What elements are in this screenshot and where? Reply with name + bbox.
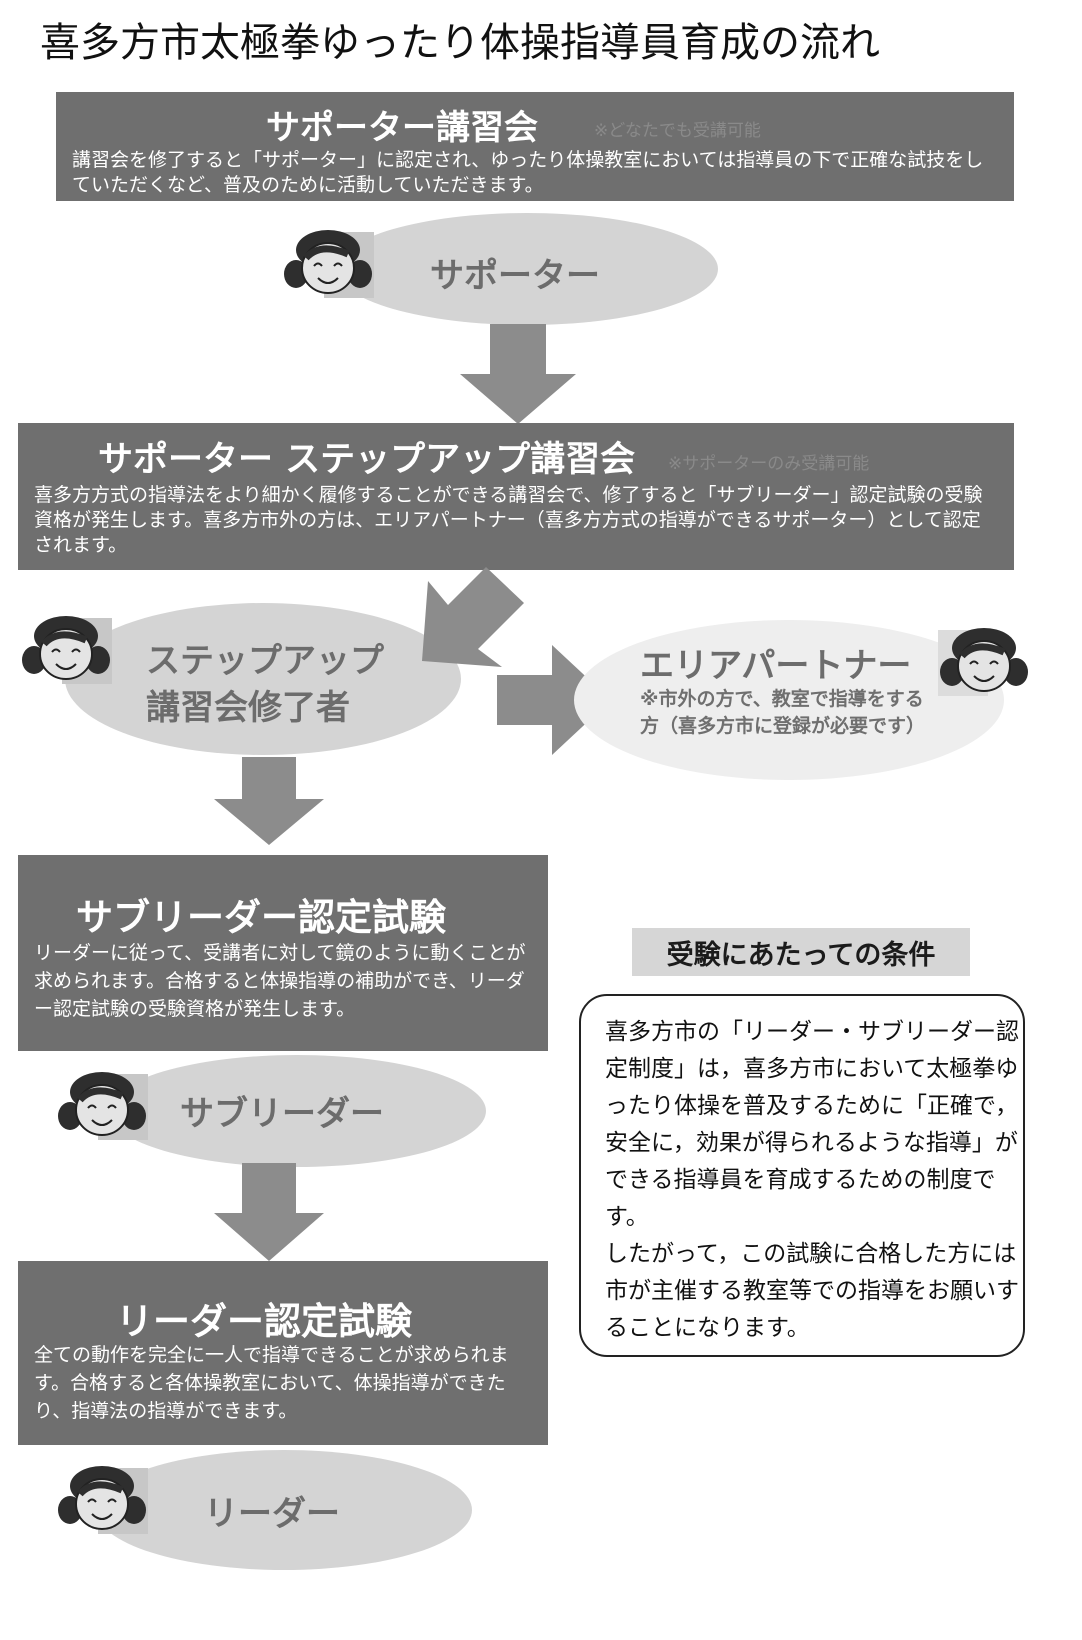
subleader-exam-title: サブリーダー認定試験 — [76, 896, 446, 939]
down-arrow-icon — [214, 757, 324, 845]
leader-exam-box: リーダー認定試験 全ての動作を完全に一人で指導できることが求められます。合格する… — [18, 1261, 548, 1445]
leader-status-label: リーダー — [204, 1494, 340, 1534]
stepup-status-ellipse — [65, 603, 461, 755]
leader-exam-description: 全ての動作を完全に一人で指導できることが求められます。合格すると各体操教室におい… — [34, 1344, 509, 1422]
smiling-woman-face-icon — [22, 616, 112, 684]
stepup-course-box: サポーター ステップアップ講習会 ※サポーターのみ受講可能 喜多方方式の指導法を… — [18, 423, 1014, 570]
conditions-heading: 受験にあたっての条件 — [632, 928, 970, 976]
area-partner-note: ※市外の方で、教室で指導をする方（喜多方市に登録が必要です） — [640, 688, 926, 737]
smiling-woman-face-icon — [58, 1072, 148, 1140]
supporter-course-title: サポーター講習会 — [266, 108, 538, 148]
stepup-status-label-line1: ステップアップ — [146, 641, 384, 681]
subleader-status-ellipse — [108, 1055, 486, 1167]
area-partner-label: エリアパートナー — [640, 646, 912, 686]
supporter-course-note: ※どなたでも受講可能 — [594, 121, 761, 141]
page-title: 喜多方市太極拳ゆったり体操指導員育成の流れ — [40, 20, 880, 66]
down-arrow-icon — [460, 324, 576, 424]
conditions-text: 喜多方市の「リーダー・サブリーダー認定制度」は，喜多方市において太極拳ゆったり体… — [605, 1014, 1025, 1347]
smiling-woman-face-icon — [284, 230, 374, 298]
subleader-exam-box: サブリーダー認定試験 リーダーに従って、受講者に対して鏡のように動くことが求めら… — [18, 855, 548, 1051]
area-partner-ellipse — [574, 620, 1004, 780]
diagonal-arrow-icon — [422, 567, 524, 667]
smiling-woman-face-icon — [938, 628, 1028, 696]
subleader-exam-description: リーダーに従って、受講者に対して鏡のように動くことが求められます。合格すると体操… — [34, 942, 526, 1020]
supporter-status-label: サポーター — [430, 256, 600, 296]
right-arrow-icon — [497, 645, 611, 755]
stepup-status-label-line2: 講習会修了者 — [146, 688, 350, 728]
subleader-status-label: サブリーダー — [180, 1094, 384, 1134]
conditions-paragraph-2: したがって，この試験に合格した方には市が主催する教室等での指導をお願いすることに… — [605, 1241, 1019, 1341]
supporter-course-description: 講習会を修了すると「サポーター」に認定され、ゆったり体操教室においては指導員の下… — [72, 149, 984, 196]
conditions-paragraph-1: 喜多方市の「リーダー・サブリーダー認定制度」は，喜多方市において太極拳ゆったり体… — [605, 1019, 1019, 1230]
leader-exam-title: リーダー認定試験 — [116, 1300, 412, 1343]
down-arrow-icon — [214, 1163, 324, 1261]
stepup-course-description: 喜多方方式の指導法をより細かく履修することができる講習会で、修了すると「サブリー… — [34, 484, 983, 556]
stepup-course-note: ※サポーターのみ受講可能 — [668, 454, 870, 474]
supporter-status-ellipse — [336, 213, 718, 325]
stepup-course-title: サポーター ステップアップ講習会 — [98, 440, 636, 480]
smiling-woman-face-icon — [58, 1466, 148, 1534]
conditions-box: 喜多方市の「リーダー・サブリーダー認定制度」は，喜多方市において太極拳ゆったり体… — [579, 994, 1025, 1357]
supporter-course-box: サポーター講習会 ※どなたでも受講可能 講習会を修了すると「サポーター」に認定さ… — [56, 92, 1014, 201]
leader-status-ellipse — [96, 1450, 472, 1570]
